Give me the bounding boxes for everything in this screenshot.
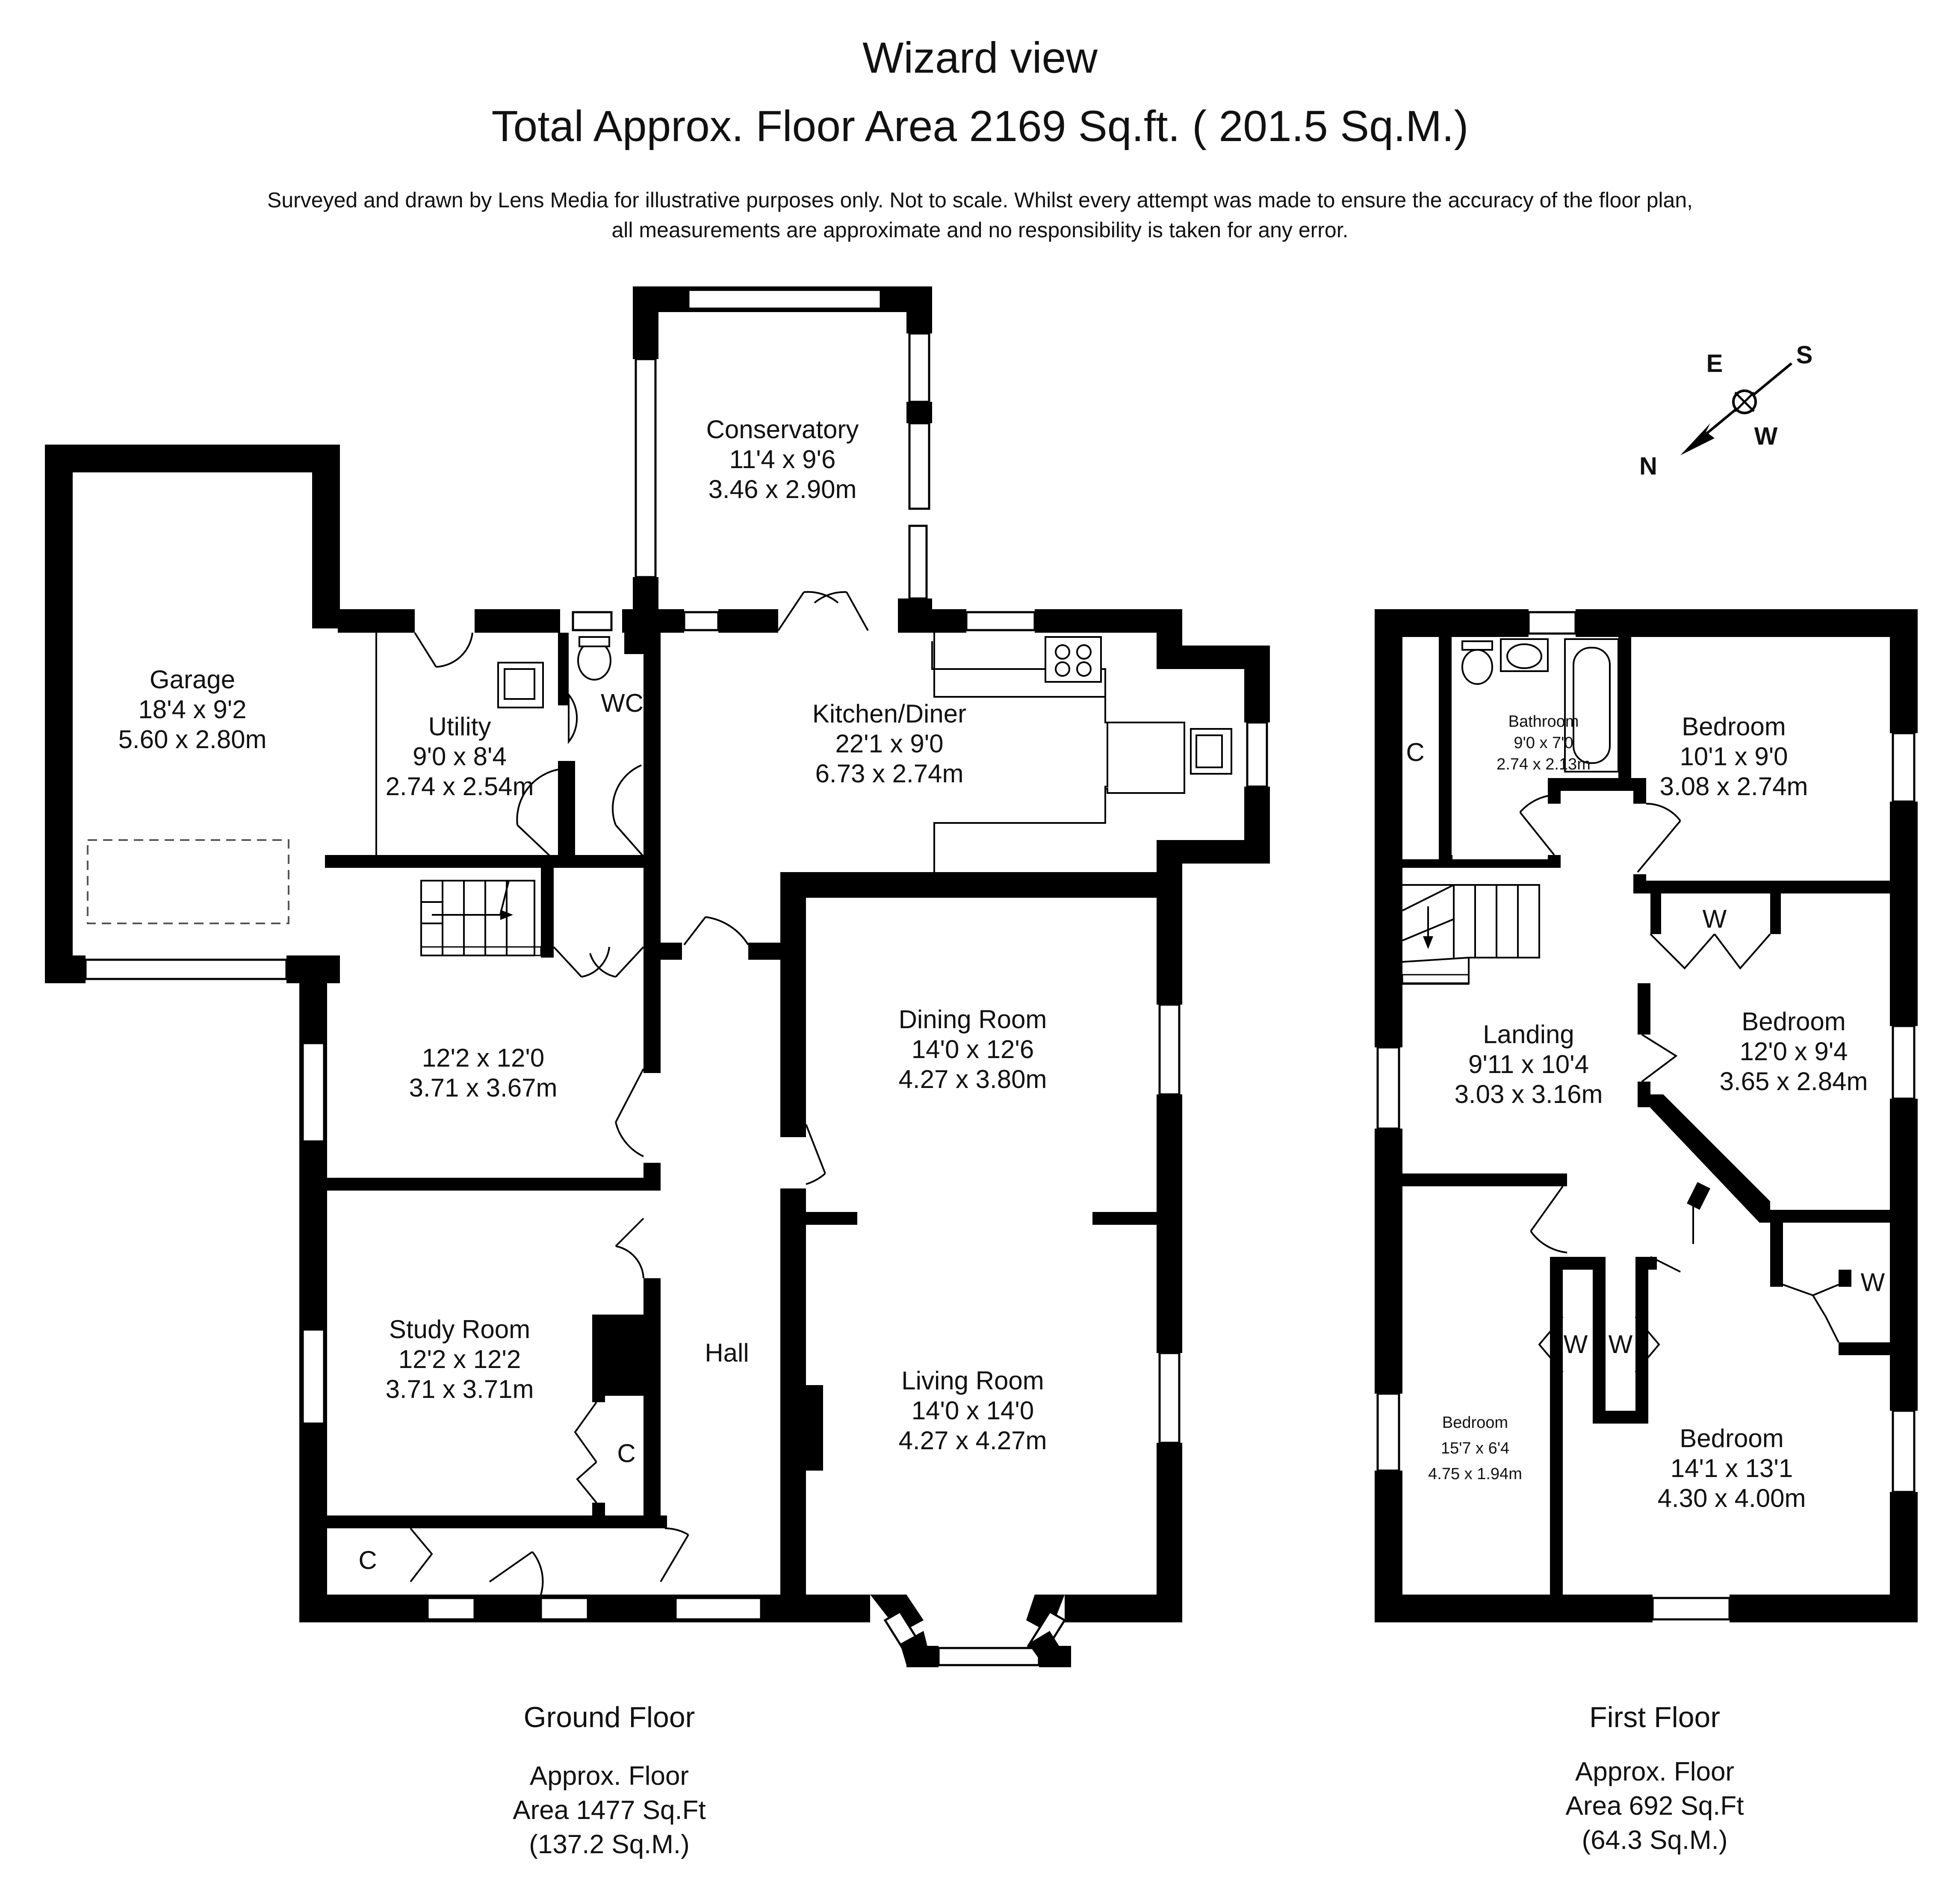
utility-metric: 2.74 x 2.54m (386, 772, 534, 801)
garage-car-outline (87, 839, 289, 924)
total-area: Total Approx. Floor Area 2169 Sq.ft. ( 2… (492, 102, 1469, 150)
kitchen-imperial: 22'1 x 9'0 (835, 729, 943, 758)
compass-arrow-icon (1680, 423, 1715, 455)
bedroom-3-label: Bedroom (1442, 1414, 1508, 1432)
ground-outer-walls (299, 609, 782, 1622)
conservatory-label: Conservatory (706, 415, 859, 444)
hob-icon (1045, 636, 1102, 683)
ground-floor-title: Ground Floor (524, 1701, 695, 1734)
garage-imperial: 18'4 x 9'2 (138, 695, 246, 724)
first-area-line-3: (64.3 Sq.M.) (1582, 1825, 1727, 1855)
conservatory-imperial: 11'4 x 9'6 (729, 445, 836, 474)
bathroom-label: Bathroom (1508, 713, 1579, 731)
wardrobe-3-label: W (1564, 1330, 1588, 1359)
bedroom-4-imperial: 14'1 x 13'1 (1671, 1454, 1793, 1483)
wardrobe-2-label: W (1861, 1268, 1885, 1297)
study-metric: 3.71 x 3.71m (386, 1375, 534, 1403)
first-floor-caption: First Floor Approx. Floor Area 692 Sq.Ft… (1565, 1701, 1744, 1855)
wc-basin-icon (568, 692, 578, 744)
ground-stairs (420, 880, 542, 956)
utility-wc-walls (414, 609, 661, 864)
bedroom-3-imperial: 15'7 x 6'4 (1441, 1439, 1509, 1457)
utility-sink-icon (497, 662, 544, 708)
living-label: Living Room (901, 1366, 1044, 1395)
garage-metric: 5.60 x 2.80m (118, 725, 267, 754)
first-area-line-1: Approx. Floor (1575, 1757, 1734, 1787)
stair-hatch (420, 946, 542, 956)
first-fixtures (1402, 638, 1619, 985)
living-metric: 4.27 x 4.27m (899, 1426, 1047, 1455)
ground-area-line-1: Approx. Floor (530, 1761, 689, 1791)
bedroom-2-metric: 3.65 x 2.84m (1720, 1067, 1868, 1096)
conservatory-walls (633, 286, 932, 633)
study-imperial: 12'2 x 12'2 (398, 1345, 521, 1374)
first-floor-title: First Floor (1589, 1701, 1720, 1734)
study-porch-walls (410, 1218, 689, 1595)
study-cupboard-label: C (617, 1439, 635, 1468)
ground-centre-walls (420, 855, 826, 1622)
living-imperial: 14'0 x 14'0 (912, 1396, 1034, 1425)
plan-title: Wizard view (862, 33, 1098, 82)
hall-label: Hall (705, 1339, 749, 1367)
dining-label: Dining Room (899, 1005, 1047, 1034)
dining-metric: 4.27 x 3.80m (899, 1065, 1047, 1094)
dining-living-walls (780, 881, 1182, 1667)
study-label: Study Room (389, 1315, 530, 1344)
compass-n: N (1639, 452, 1657, 480)
ground-floor-plan: Garage 18'4 x 9'2 5.60 x 2.80m Utility 9… (45, 286, 1270, 1859)
compass: E S W N (1639, 341, 1812, 480)
ground-area-line-2: Area 1477 Sq.Ft (513, 1796, 706, 1825)
ground-area-line-3: (137.2 Sq.M.) (529, 1830, 690, 1859)
bedroom-2-imperial: 12'0 x 9'4 (1739, 1037, 1848, 1066)
conservatory-metric: 3.46 x 2.90m (708, 475, 857, 504)
garage-walls (45, 445, 340, 983)
disclaimer-line-1: Surveyed and drawn by Lens Media for ill… (267, 188, 1693, 212)
kitchen-sink-icon (1190, 728, 1232, 775)
bathroom-metric: 2.74 x 2.13m (1497, 755, 1591, 773)
ground-floor-caption: Ground Floor Approx. Floor Area 1477 Sq.… (513, 1701, 706, 1859)
toilet-icon (1461, 649, 1493, 685)
disclaimer-line-2: all measurements are approximate and no … (611, 218, 1348, 242)
first-outer-walls (1375, 609, 1918, 1622)
bedroom-2-label: Bedroom (1742, 1007, 1845, 1036)
first-area-line-2: Area 692 Sq.Ft (1565, 1791, 1744, 1821)
landing-label: Landing (1483, 1020, 1574, 1049)
porch-cupboard-label: C (358, 1546, 377, 1574)
room-unnamed-imperial: 12'2 x 12'0 (422, 1044, 544, 1072)
wardrobe-1-label: W (1703, 905, 1727, 933)
wardrobe-4-label: W (1609, 1330, 1633, 1359)
wc-label: WC (601, 689, 643, 717)
kitchen-metric: 6.73 x 2.74m (815, 759, 964, 788)
garage-label: Garage (150, 665, 235, 694)
compass-w: W (1754, 422, 1778, 450)
bedroom-4-metric: 4.30 x 4.00m (1658, 1484, 1806, 1512)
bedroom-3-metric: 4.75 x 1.94m (1428, 1465, 1522, 1483)
header: Wizard view Total Approx. Floor Area 216… (267, 33, 1693, 242)
compass-e: E (1706, 350, 1723, 377)
compass-s: S (1796, 341, 1813, 369)
kitchen-walls (777, 591, 1270, 898)
utility-imperial: 9'0 x 8'4 (413, 742, 507, 771)
first-doors (1451, 794, 1839, 1373)
first-cupboard-label: C (1406, 738, 1424, 767)
first-stairs (1402, 884, 1540, 985)
room-unnamed-metric: 3.71 x 3.67m (409, 1073, 558, 1102)
bedroom-1-label: Bedroom (1682, 712, 1786, 741)
garage-door-window (84, 958, 288, 980)
dining-imperial: 14'0 x 12'6 (912, 1035, 1034, 1064)
first-room-labels: Bathroom 9'0 x 7'0 2.74 x 2.13m C Bedroo… (1406, 712, 1885, 1512)
bathroom-imperial: 9'0 x 7'0 (1514, 734, 1573, 752)
first-floor-plan: Bathroom 9'0 x 7'0 2.74 x 2.13m C Bedroo… (1375, 609, 1918, 1855)
landing-metric: 3.03 x 3.16m (1455, 1080, 1603, 1109)
utility-label: Utility (428, 712, 491, 741)
landing-imperial: 9'11 x 10'4 (1468, 1050, 1589, 1079)
bedroom-1-imperial: 10'1 x 9'0 (1680, 742, 1788, 771)
first-inner-walls (1402, 637, 1890, 1622)
bedroom-1-metric: 3.08 x 2.74m (1660, 772, 1808, 801)
ground-room-labels: Garage 18'4 x 9'2 5.60 x 2.80m Utility 9… (118, 415, 1047, 1574)
kitchen-label: Kitchen/Diner (812, 699, 966, 728)
bedroom-4-label: Bedroom (1680, 1424, 1783, 1453)
